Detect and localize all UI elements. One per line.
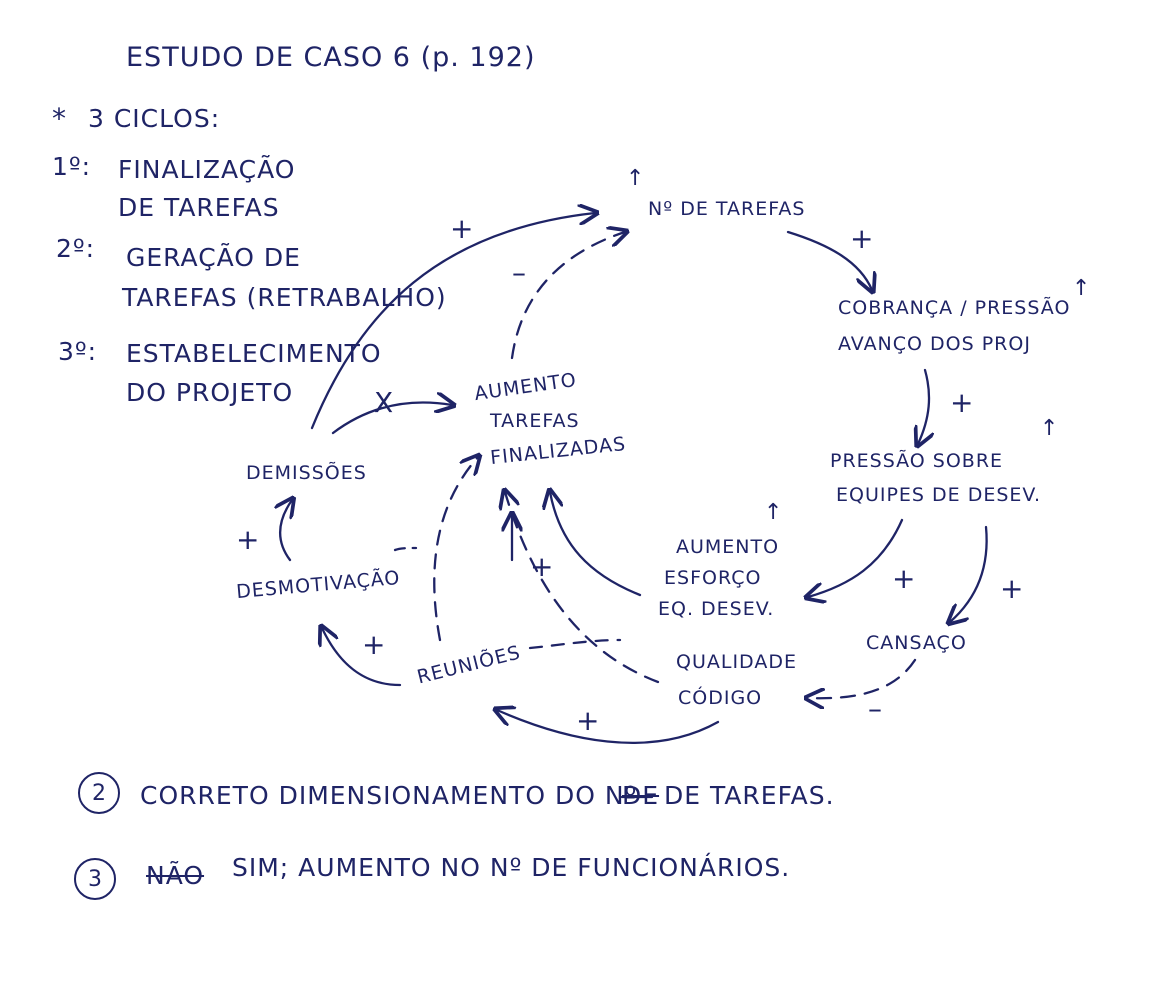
sign-qualidade-reunioes: + bbox=[576, 704, 601, 737]
answer-2-struck: DE bbox=[622, 781, 660, 810]
edge-aumento-to-n-tarefas-dashed bbox=[510, 232, 625, 360]
esforco-up-arrow: ↑ bbox=[764, 500, 784, 525]
sign-tarefas-cobranca: + bbox=[850, 222, 875, 255]
answer-3-number: 3 bbox=[74, 858, 116, 900]
n-tarefas-up-arrow: ↑ bbox=[626, 166, 646, 191]
edge-qualidade-to-aumento-dashed bbox=[505, 492, 660, 684]
node-esforco-line-3: EQ. DESEV. bbox=[658, 598, 775, 620]
pressao-up-arrow: ↑ bbox=[1040, 416, 1060, 441]
cycles-label: 3 CICLOS: bbox=[88, 104, 221, 133]
edge-reunioes-to-desmotivacao-dashed bbox=[393, 546, 418, 552]
cycle-3-line-1: ESTABELECIMENTO bbox=[126, 339, 382, 368]
node-cobranca-line-1: COBRANÇA / PRESSÃO bbox=[838, 297, 1071, 319]
cycle-3-line-2: DO PROJETO bbox=[126, 378, 294, 407]
node-esforco-line-1: AUMENTO bbox=[676, 536, 780, 558]
sign-pressao-esforco: + bbox=[892, 562, 917, 595]
edge-pressao-to-cansaco bbox=[950, 525, 988, 622]
sign-desmotivacao-demissoes: + bbox=[236, 523, 261, 556]
edge-reunioes-to-aumento-dashed bbox=[433, 457, 478, 642]
node-pressao-line-2: EQUIPES DE DESEV. bbox=[836, 484, 1041, 506]
node-qualidade-line-1: QUALIDADE bbox=[676, 651, 797, 673]
cycle-2-line-1: GERAÇÃO DE bbox=[126, 243, 301, 272]
edge-n-tarefas-to-cobranca bbox=[786, 230, 872, 290]
cycle-2-line-2: TAREFAS (RETRABALHO) bbox=[122, 283, 447, 312]
answer-2-text-after: DE TAREFAS. bbox=[664, 781, 835, 810]
edge-desmotivacao-to-demissoes bbox=[280, 500, 292, 562]
cycle-3-index: 3º: bbox=[58, 337, 98, 366]
edge-demissoes-to-aumento bbox=[331, 402, 452, 435]
cycle-1-index: 1º: bbox=[52, 152, 92, 181]
edge-esforco-to-aumento bbox=[550, 492, 642, 597]
sign-demissoes-tarefas: + bbox=[450, 212, 475, 245]
edge-qualidade-to-reunioes bbox=[497, 710, 720, 744]
sign-qualidade-aumento: + bbox=[530, 550, 555, 583]
edge-reunioes-to-desmotivacao bbox=[322, 628, 402, 687]
cycles-marker: * bbox=[52, 102, 67, 135]
edge-cobranca-to-pressao bbox=[918, 368, 929, 444]
sign-reunioes-desmotivacao: + bbox=[362, 628, 387, 661]
sign-demissoes-aumento: X bbox=[374, 386, 395, 419]
cycle-2-index: 2º: bbox=[56, 234, 96, 263]
cycle-1-line-1: FINALIZAÇÃO bbox=[118, 155, 296, 184]
answer-3-struck: NÃO bbox=[146, 861, 205, 890]
answer-2-text-before: CORRETO DIMENSIONAMENTO DO Nº bbox=[140, 781, 638, 810]
edge-cansaco-to-qualidade-dashed bbox=[808, 658, 917, 698]
node-demissoes: DEMISSÕES bbox=[246, 462, 367, 484]
node-cansaco: CANSAÇO bbox=[866, 632, 967, 654]
edge-demissoes-to-n-tarefas bbox=[310, 213, 595, 430]
sign-pressao-cansaco: + bbox=[1000, 572, 1025, 605]
node-n-tarefas: Nº DE TAREFAS bbox=[648, 198, 806, 220]
cycle-1-line-2: DE TAREFAS bbox=[118, 193, 280, 222]
answer-3-text: SIM; AUMENTO NO Nº DE FUNCIONÁRIOS. bbox=[232, 853, 791, 882]
node-esforco-line-2: ESFORÇO bbox=[664, 567, 762, 589]
sign-cansaco-qualidade: – bbox=[868, 692, 883, 725]
answer-2-number: 2 bbox=[78, 772, 120, 814]
node-cobranca-line-2: AVANÇO DOS PROJ bbox=[838, 333, 1031, 355]
node-aumento-line-2: TAREFAS bbox=[490, 410, 580, 432]
sign-aumento-tarefas: – bbox=[512, 256, 527, 289]
page-title: ESTUDO DE CASO 6 (p. 192) bbox=[126, 42, 536, 73]
sign-cobranca-pressao: + bbox=[950, 386, 975, 419]
edge-pressao-to-esforco bbox=[808, 518, 904, 597]
node-pressao-line-1: PRESSÃO SOBRE bbox=[830, 450, 1004, 472]
node-qualidade-line-2: CÓDIGO bbox=[678, 687, 763, 709]
cobranca-up-arrow: ↑ bbox=[1072, 276, 1092, 301]
edge-reunioes-to-qualidade-dashed bbox=[528, 638, 622, 650]
